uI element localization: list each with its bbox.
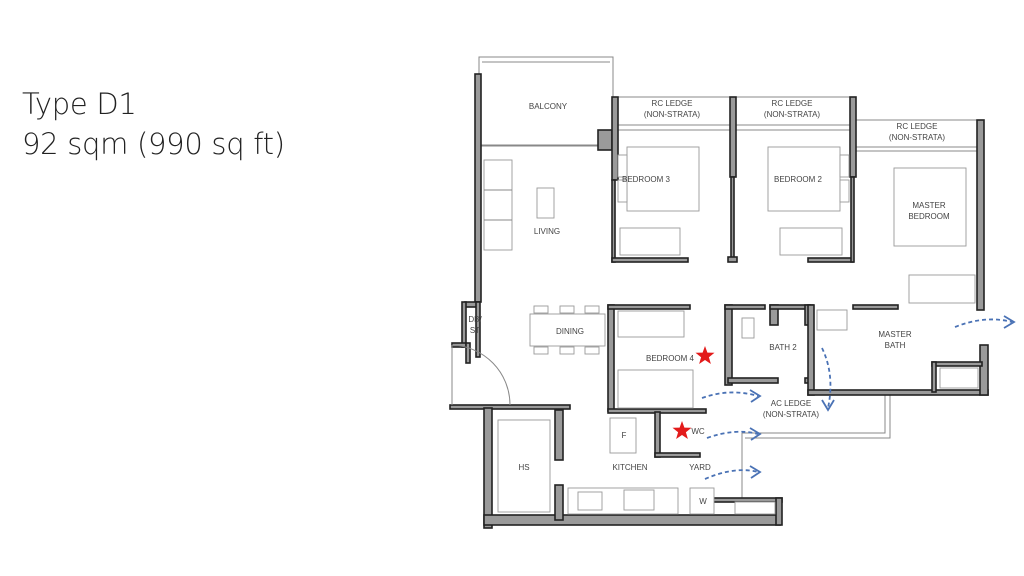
label-ac-non-strata: (NON-STRATA) xyxy=(763,410,819,419)
label-non-strata-2: (NON-STRATA) xyxy=(764,110,820,119)
star-icon xyxy=(695,346,715,364)
airflow-arrow xyxy=(821,347,832,409)
label-bedroom-2: BEDROOM 2 xyxy=(774,175,823,184)
airflow-arrows xyxy=(701,315,1016,480)
label-rc-ledge-3: RC LEDGE xyxy=(897,122,938,131)
label-bath-2: BATH 2 xyxy=(769,343,797,352)
arrow-head-icon xyxy=(1003,315,1016,329)
label-hs: HS xyxy=(518,463,529,472)
label-rc-ledge-2: RC LEDGE xyxy=(772,99,813,108)
label-non-strata-1: (NON-STRATA) xyxy=(644,110,700,119)
arrow-head-icon xyxy=(749,389,762,403)
balcony-outline xyxy=(478,56,614,146)
label-balcony: BALCONY xyxy=(529,102,568,111)
label-kitchen: KITCHEN xyxy=(612,463,647,472)
unit-area: 92 sqm (990 sq ft) xyxy=(22,127,285,161)
label-db-st-2: ST xyxy=(470,326,480,335)
label-ac-ledge: AC LEDGE xyxy=(771,399,811,408)
unit-title: Type D1 92 sqm (990 sq ft) xyxy=(22,84,285,164)
label-master-bath-1: MASTER xyxy=(878,330,912,339)
label-master-bedroom-1: MASTER xyxy=(912,201,946,210)
label-dining: DINING xyxy=(556,327,584,336)
label-fridge: F xyxy=(622,431,627,440)
furniture xyxy=(451,146,979,515)
label-master-bath-2: BATH xyxy=(885,341,906,350)
arrow-head-icon xyxy=(749,427,762,441)
airflow-arrow xyxy=(954,318,1013,328)
label-non-strata-3: (NON-STRATA) xyxy=(889,133,945,142)
label-rc-ledge-1: RC LEDGE xyxy=(652,99,693,108)
label-master-bedroom-2: BEDROOM xyxy=(908,212,950,221)
room-labels: BALCONY RC LEDGE (NON-STRATA) RC LEDGE (… xyxy=(468,99,950,506)
label-wc: WC xyxy=(691,427,705,436)
walls xyxy=(449,73,989,529)
arrow-head-icon xyxy=(749,465,762,479)
arrow-head-icon xyxy=(821,399,835,412)
unit-type: Type D1 xyxy=(22,87,137,121)
airflow-arrow xyxy=(706,430,759,439)
airflow-arrow xyxy=(704,469,759,480)
star-icon xyxy=(672,421,692,439)
label-db-st-1: DB/ xyxy=(468,315,482,324)
label-yard: YARD xyxy=(689,463,711,472)
label-bedroom-3: BEDROOM 3 xyxy=(622,175,671,184)
label-washer: W xyxy=(699,497,707,506)
airflow-arrow xyxy=(701,391,759,399)
label-bedroom-4: BEDROOM 4 xyxy=(646,354,695,363)
label-living: LIVING xyxy=(534,227,560,236)
